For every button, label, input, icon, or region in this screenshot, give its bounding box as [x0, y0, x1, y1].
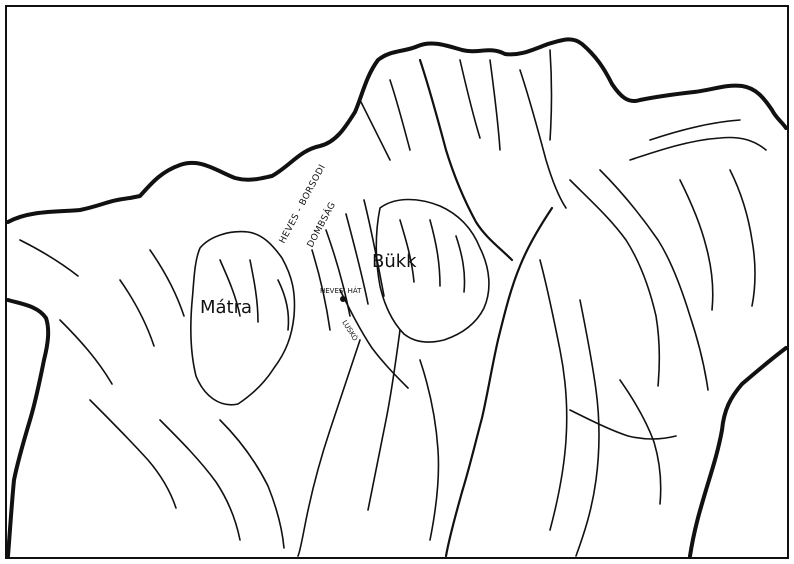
river-east-3 [729, 169, 756, 307]
bukk-outline [375, 198, 490, 343]
bukk-stream-3 [455, 235, 466, 293]
label-heves-hat: HEVESI HÁT [320, 286, 362, 295]
river-sajo [418, 58, 514, 262]
river-east-4 [649, 119, 741, 141]
matra-stream-2 [249, 259, 259, 323]
hills-stream-4 [363, 199, 385, 297]
west-stream-5 [89, 399, 177, 509]
west-stream-1 [19, 239, 79, 277]
label-dombsag: DOMBSÁG [304, 199, 338, 249]
river-south-4 [569, 409, 677, 440]
label-matra: Mátra [200, 297, 252, 318]
river-zagyva [297, 339, 361, 557]
north-stream-2 [389, 79, 411, 151]
west-stream-4 [149, 249, 185, 317]
label-bukk: Bükk [372, 251, 417, 272]
river-tarna [367, 329, 401, 511]
heves-hat-dot [340, 296, 346, 302]
west-stream-6 [159, 419, 241, 541]
river-south-1 [539, 259, 568, 531]
west-stream-7 [219, 419, 285, 549]
bukk-stream-1 [399, 219, 415, 283]
matra-stream-3 [277, 279, 290, 331]
river-hernad [519, 69, 567, 209]
country-border-west [6, 298, 51, 558]
matra-stream-1 [219, 259, 241, 317]
west-stream-2 [59, 319, 113, 385]
north-stream-5 [549, 49, 553, 141]
north-stream-3 [459, 59, 481, 139]
country-border-east [688, 346, 788, 558]
hills-stream-3 [345, 213, 369, 305]
north-stream-4 [489, 59, 501, 151]
river-tisza-east [444, 206, 554, 558]
country-border-north [6, 37, 788, 224]
river-east-1 [599, 169, 709, 391]
west-stream-3 [119, 279, 155, 347]
river-south-5 [419, 359, 440, 541]
bukk-stream-2 [429, 219, 441, 287]
matra-outline [190, 230, 296, 406]
river-south-3 [619, 379, 662, 505]
map-border-frame [5, 5, 789, 559]
lasko-stream [339, 289, 409, 389]
hills-stream-1 [311, 249, 331, 331]
river-east-2 [679, 179, 714, 311]
river-bodrog [569, 179, 661, 387]
river-south-2 [575, 299, 600, 557]
river-east-5 [629, 136, 767, 161]
north-stream-1 [359, 99, 391, 161]
